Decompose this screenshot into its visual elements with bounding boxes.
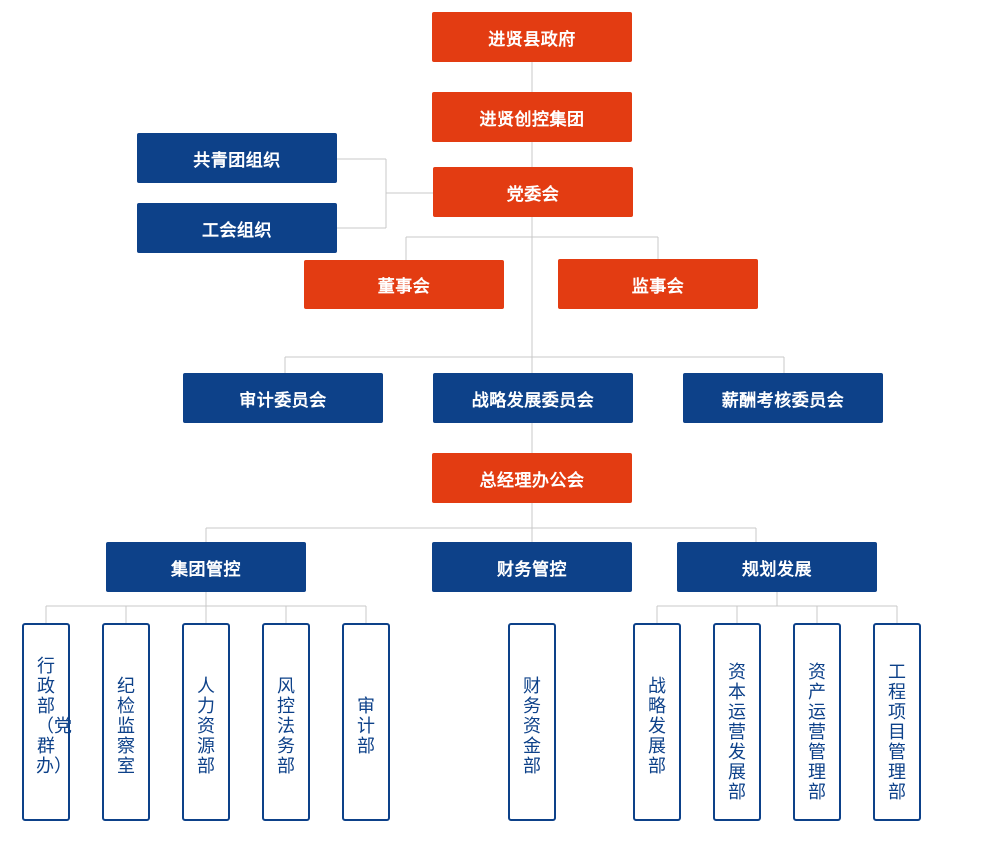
node-group: 进贤创控集团: [432, 92, 632, 142]
node-strategy-committee: 战略发展委员会: [433, 373, 633, 423]
dept-audit-label: 审计部: [357, 696, 375, 757]
dept-strategy-dev-label: 战略发展部: [648, 676, 666, 777]
node-youth-league: 共青团组织: [137, 133, 337, 183]
node-audit-committee: 审计委员会: [183, 373, 383, 423]
dept-discipline-label: 纪检监察室: [117, 676, 135, 777]
dept-capital-ops-label: 资本运营发展部: [728, 662, 746, 803]
dept-hr: 人力资源部: [182, 623, 230, 821]
dept-engineering-label: 工程项目管理部: [888, 662, 906, 803]
node-union: 工会组织: [137, 203, 337, 253]
dept-asset-ops: 资产运营管理部: [793, 623, 841, 821]
node-party-committee: 党委会: [433, 167, 633, 217]
dept-risk: 风控法务部: [262, 623, 310, 821]
node-board: 董事会: [304, 260, 504, 309]
node-planning: 规划发展: [677, 542, 877, 592]
dept-capital-ops: 资本运营发展部: [713, 623, 761, 821]
node-gm-office: 总经理办公会: [432, 453, 632, 503]
dept-discipline: 纪检监察室: [102, 623, 150, 821]
dept-risk-label: 风控法务部: [277, 676, 295, 777]
node-group-control: 集团管控: [106, 542, 306, 592]
dept-asset-ops-label: 资产运营管理部: [808, 662, 826, 803]
dept-strategy-dev: 战略发展部: [633, 623, 681, 821]
node-finance-control: 财务管控: [432, 542, 632, 592]
dept-audit: 审计部: [342, 623, 390, 821]
node-government: 进贤县政府: [432, 12, 632, 62]
node-supervisors: 监事会: [558, 259, 758, 309]
dept-hr-label: 人力资源部: [197, 676, 215, 777]
dept-engineering: 工程项目管理部: [873, 623, 921, 821]
dept-admin: 行政部（党群办）: [22, 623, 72, 821]
dept-finance-funds: 财务资金部: [508, 623, 556, 821]
node-compensation-committee: 薪酬考核委员会: [683, 373, 883, 423]
dept-finance-funds-label: 财务资金部: [523, 676, 541, 777]
dept-admin-label: 行政部（党群办）: [36, 656, 72, 777]
